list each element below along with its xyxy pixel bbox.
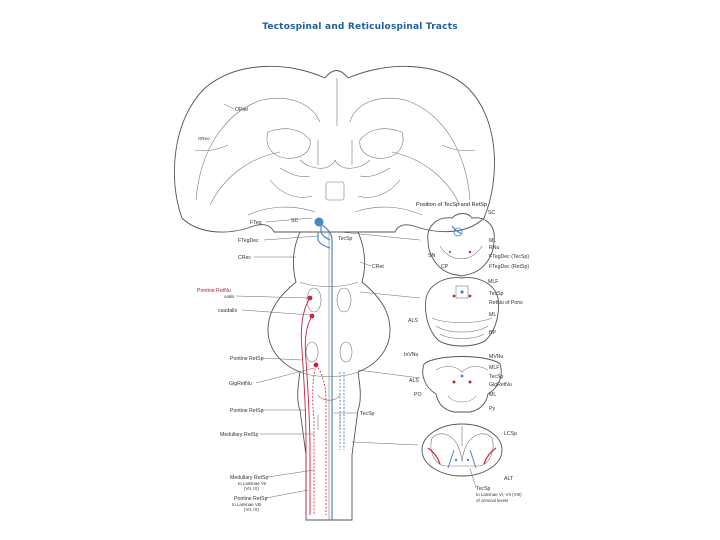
label-cret: CRet (372, 264, 384, 270)
label-sc-right: SC (488, 210, 495, 216)
label-mlf: MLF (488, 279, 498, 285)
label-medullary-retsp: Medullary RetSp (220, 432, 258, 438)
position-panel: Position of TecSp and RetSp SC ML RNu SN… (404, 202, 529, 503)
label-pontine-retsp-bottom: Pontine RetSp (234, 496, 268, 502)
label-tecsp: TecSp (338, 236, 353, 242)
label-invnu: InVNu (404, 352, 419, 358)
brainstem-outline (267, 231, 391, 521)
label-tecsp-2: TecSp (489, 374, 504, 380)
label-ftegdec-tecsp: FTegDec (TecSp) (489, 254, 529, 260)
label-opiet: OPiet (235, 107, 249, 113)
tectospinal-tract (314, 217, 333, 520)
label-py: Py (489, 406, 495, 412)
label-tecsp-laminae: to Laminae VI, VII (VIII) (476, 492, 522, 497)
label-sc: SC (291, 218, 298, 224)
section-spinal-cord (421, 423, 503, 477)
panel-heading: Position of TecSp and RetSp (416, 202, 487, 208)
label-pontine-retnu: Pontine RetNu (197, 288, 231, 294)
label-medullary-retsp-bottom: Medullary RetSp (230, 475, 268, 481)
label-gigretnu: GigRetNu (229, 381, 252, 387)
cerebrum-outline (174, 65, 495, 233)
left-labels: OPiet OReo FTeg FTegDec CRec Pontine Ret… (197, 103, 319, 512)
section-medulla (422, 356, 502, 413)
label-ftegdec: FTegDec (238, 238, 259, 244)
label-caudalis: caudalis (218, 308, 237, 314)
label-crec: CRec (238, 255, 251, 261)
label-ftegdec-retsp: FTegDec (RetSp) (489, 264, 529, 270)
label-gigretnu: GigRetNu (489, 382, 512, 388)
label-ml: ML (489, 238, 496, 244)
label-mlf-2: MLF (489, 365, 499, 371)
label-tecsp-cervical: of cervical levels (476, 498, 509, 503)
label-medullary-laminae-2: (VII, IX) (244, 486, 259, 491)
label-pontine-retsp: Pontine RetSp (230, 356, 264, 362)
label-fteg: FTeg (250, 220, 262, 226)
diagram-title: Tectospinal and Reticulospinal Tracts (262, 22, 458, 32)
section-pons (425, 277, 499, 347)
label-sn: SN (428, 253, 435, 259)
label-ml-2: ML (489, 312, 496, 318)
label-alt: ALT (504, 476, 514, 482)
label-als: ALS (408, 318, 418, 324)
label-pontine-laminae: to Laminae VIII (232, 502, 262, 507)
label-orec: OReo (198, 136, 210, 141)
label-pontine-retsp-2: Pontine RetSp (230, 408, 264, 414)
label-bp: BP (489, 330, 496, 336)
section-midbrain (427, 213, 495, 277)
label-medullary-laminae: to Laminae VII (238, 481, 266, 486)
section-pointers (339, 231, 421, 446)
label-po: PO (414, 392, 422, 398)
label-rnu: RNu (489, 245, 499, 251)
label-tecsp-right: TecSp (489, 291, 504, 297)
label-lcsp: LCSp (504, 431, 517, 437)
label-mvnu: MVNu (489, 354, 504, 360)
label-als-2: ALS (409, 378, 419, 384)
label-tecsp-bottom: TecSp (476, 486, 491, 492)
label-oralis: oralis (224, 294, 235, 299)
label-cp: CP (441, 264, 449, 270)
label-retnu-pons: RetNu of Pons (489, 300, 523, 306)
label-tecsp-lower: TecSp (360, 411, 375, 417)
reticulospinal-tract (300, 295, 345, 515)
label-pontine-laminae-2: (VII, IX) (244, 507, 259, 512)
mid-labels: SC TecSp CRet TecSp (291, 218, 384, 417)
label-ml-3: ML (489, 392, 496, 398)
